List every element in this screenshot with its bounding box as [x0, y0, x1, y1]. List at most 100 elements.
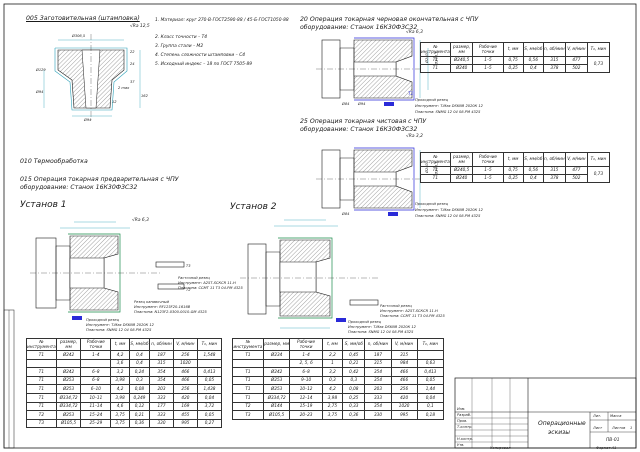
- setup2-table: № инструмента размер, мм Рабочие точки t…: [232, 338, 445, 420]
- table-cell: 4,2: [321, 384, 344, 394]
- op015-title1: 015 Операция токарная предварительная с …: [20, 176, 179, 183]
- table-cell: T1: [232, 350, 264, 360]
- table-cell: 6–10: [80, 384, 112, 394]
- dim-94a: Ø94: [84, 118, 92, 122]
- table-cell: 3,2: [110, 367, 130, 377]
- u1-note-9: Пластина: SNMG 12 04 08-PM 4325: [86, 328, 152, 332]
- table-cell: 0,36: [342, 410, 366, 420]
- stamp-row-5: Н.контр.: [457, 437, 474, 441]
- u1-note-5: Инструмент: RF123F20-1616В: [134, 305, 191, 309]
- table-cell: Ø242: [55, 350, 82, 360]
- table-cell: Ø253: [262, 384, 291, 394]
- table-cell: 0,18: [416, 410, 445, 420]
- table-cell: 256: [172, 350, 198, 360]
- table-cell: 0,42: [342, 367, 366, 377]
- op020-dim4: Ø94: [358, 102, 366, 106]
- table-cell: 0,3: [128, 375, 151, 386]
- table-cell: Ø253: [262, 375, 291, 386]
- op020-marker: T1: [408, 92, 414, 97]
- table-cell: 995: [172, 418, 198, 429]
- table-cell: Ø144: [262, 401, 291, 412]
- table-cell: 3,2: [321, 367, 344, 377]
- req-3: 3. Группа стали – М2: [155, 44, 204, 49]
- u2-note-2: Инструмент: А25Т-SСКСR 11-Н: [380, 309, 438, 313]
- table-cell: Ø242: [55, 367, 82, 377]
- table-cell: 6–8: [80, 367, 112, 377]
- op020-roughness: √Ra 6,3: [406, 30, 423, 35]
- table-cell: 3,75: [321, 410, 344, 420]
- table-cell: 0,05: [416, 375, 445, 386]
- table-cell: 0,249: [128, 392, 151, 403]
- u1-note-3: Пластина: ССМТ 11 Т3 04-РМ 4325: [178, 286, 243, 290]
- table-cell: 203: [149, 384, 174, 394]
- dim-37: 37: [130, 80, 135, 84]
- stamp-row-1: Изм.: [457, 407, 466, 411]
- table-cell: 10–11: [80, 392, 112, 403]
- stamp-sheets: Листов: [612, 426, 626, 430]
- table-cell: 0,36: [128, 418, 151, 429]
- table-cell: 455: [172, 410, 198, 420]
- table-cell: T1: [26, 375, 57, 386]
- u2-note-1: Расточной резец: [380, 304, 412, 308]
- table-cell: 0,04: [416, 392, 445, 403]
- table-cell: Ø334,72: [55, 392, 82, 403]
- setup1-sketch: [30, 221, 185, 320]
- table-cell: [26, 358, 57, 369]
- u2-note-4: Проходной резец: [348, 320, 382, 324]
- table-cell: 354: [149, 367, 174, 377]
- table-cell: 187: [364, 350, 392, 360]
- u2-note-3: Пластина: ССМТ 11 Т3 04-РМ 4325: [380, 314, 445, 318]
- u1-note-1: Расточной резец: [178, 276, 210, 280]
- table-cell: 4,2: [110, 384, 130, 394]
- dim-22: 22: [130, 50, 135, 54]
- table-cell: 354: [364, 367, 392, 377]
- dim-129: Ø129: [36, 68, 46, 72]
- op025-tool-note1: Проходной резец: [415, 202, 449, 206]
- table-cell: 0,3: [342, 375, 366, 386]
- stamp-group: ПВ-01: [606, 438, 620, 443]
- setup1-table: № инструмента размер, мм Рабочие точки t…: [26, 338, 223, 429]
- table-cell: 0,4: [128, 358, 151, 369]
- op020-tool-note3: Пластина: SNMG 12 04 08-PM 4325: [415, 110, 481, 114]
- op025-roughness: √Ra 3,2: [406, 134, 423, 139]
- table-cell: T1: [232, 367, 264, 377]
- op005-roughness: √Ra 12,5: [130, 24, 150, 29]
- u1-tool-label-t2: T2: [186, 288, 191, 292]
- table-cell: 256: [390, 384, 418, 394]
- setup2-heading: Установ 2: [230, 202, 277, 212]
- h-n: n, об/мин: [542, 42, 566, 57]
- table-cell: 466: [390, 375, 418, 386]
- stamp-row-3: Пров.: [457, 419, 468, 423]
- req-1: 1. Материал: круг 270-В-ГОСТ2590-88 / 45…: [155, 18, 289, 23]
- table-cell: 12–14: [289, 392, 323, 403]
- table-cell: T1: [26, 401, 57, 412]
- table-cell: [55, 358, 82, 369]
- table-cell: 315: [149, 358, 174, 369]
- table-cell: 3,72: [196, 401, 223, 412]
- table-cell: 3,98: [110, 375, 130, 386]
- op005-title: 005 Заготовительная (штамповка): [26, 15, 140, 22]
- table-cell: 0,4: [128, 350, 151, 360]
- table-cell: 1,548: [196, 350, 223, 360]
- dim-12: 12: [112, 100, 117, 104]
- stamp-row-2: Разраб.: [457, 413, 472, 417]
- table-cell: Ø105,5: [55, 418, 82, 429]
- table-cell: 1–4: [80, 350, 112, 360]
- table-cell: 0,45: [342, 350, 366, 360]
- op020-title2: оборудование: Станок 16К30Ф3С32: [300, 24, 418, 31]
- table-cell: 2, 5, 6: [289, 358, 323, 369]
- table-cell: 187: [149, 350, 174, 360]
- table-cell: Ø334,72: [262, 392, 291, 403]
- op025-title1: 25 Операция токарная чистовая с ЧПУ: [300, 118, 427, 125]
- table-cell: 2,2: [321, 350, 344, 360]
